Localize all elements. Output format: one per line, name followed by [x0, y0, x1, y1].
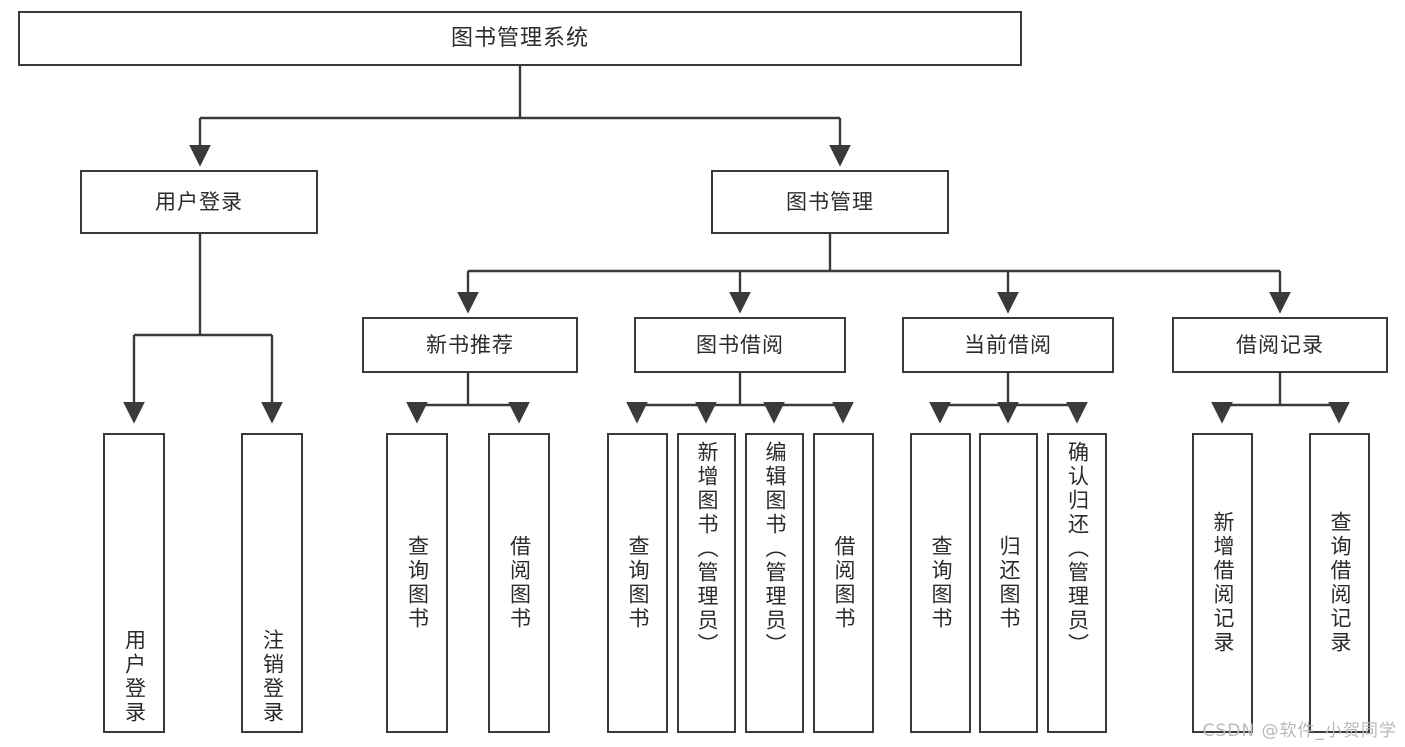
node-label: 图书管理	[786, 189, 874, 214]
node-label: 图书管理系统	[450, 25, 589, 51]
node-new-book-recommend[interactable]: 新书推荐	[362, 317, 578, 373]
node-label: 查询借阅记录	[1328, 511, 1352, 655]
node-label: 查询图书	[929, 535, 953, 631]
node-label: 注销登录	[260, 629, 285, 725]
node-label: 用户登录	[155, 189, 243, 214]
node-label: 编辑图书（管理员）	[763, 441, 787, 657]
node-leaf-add-borrow-record[interactable]: 新增借阅记录	[1192, 433, 1253, 733]
node-label: 图书借阅	[696, 332, 784, 357]
node-book-management[interactable]: 图书管理	[711, 170, 949, 234]
node-current-borrow[interactable]: 当前借阅	[902, 317, 1114, 373]
node-leaf-query-book-new[interactable]: 查询图书	[386, 433, 448, 733]
node-leaf-confirm-return-admin[interactable]: 确认归还（管理员）	[1047, 433, 1107, 733]
node-root-book-management-system[interactable]: 图书管理系统	[18, 11, 1022, 66]
node-label: 查询图书	[626, 535, 650, 631]
node-leaf-user-login[interactable]: 用户登录	[103, 433, 165, 733]
node-leaf-logout[interactable]: 注销登录	[241, 433, 303, 733]
node-label: 借阅记录	[1236, 332, 1324, 357]
node-leaf-query-borrow-record[interactable]: 查询借阅记录	[1309, 433, 1370, 733]
node-leaf-query-book-borrow[interactable]: 查询图书	[607, 433, 668, 733]
node-borrow-record[interactable]: 借阅记录	[1172, 317, 1388, 373]
node-leaf-edit-book-admin[interactable]: 编辑图书（管理员）	[745, 433, 804, 733]
node-label: 借阅图书	[832, 535, 856, 631]
node-label: 新增图书（管理员）	[695, 441, 719, 657]
node-leaf-borrow-book-borrow[interactable]: 借阅图书	[813, 433, 874, 733]
node-leaf-query-book-current[interactable]: 查询图书	[910, 433, 971, 733]
node-label: 新书推荐	[426, 332, 514, 357]
node-leaf-add-book-admin[interactable]: 新增图书（管理员）	[677, 433, 736, 733]
node-leaf-return-book[interactable]: 归还图书	[979, 433, 1038, 733]
node-label: 当前借阅	[964, 332, 1052, 357]
node-label: 归还图书	[997, 535, 1021, 631]
node-book-borrow[interactable]: 图书借阅	[634, 317, 846, 373]
node-label: 用户登录	[122, 629, 147, 725]
node-label: 确认归还（管理员）	[1065, 441, 1090, 657]
node-label: 查询图书	[405, 535, 430, 631]
watermark: CSDN @软件_小贺同学	[1202, 721, 1397, 741]
node-user-login[interactable]: 用户登录	[80, 170, 318, 234]
node-leaf-borrow-book-new[interactable]: 借阅图书	[488, 433, 550, 733]
node-label: 借阅图书	[507, 535, 532, 631]
node-label: 新增借阅记录	[1211, 511, 1235, 655]
